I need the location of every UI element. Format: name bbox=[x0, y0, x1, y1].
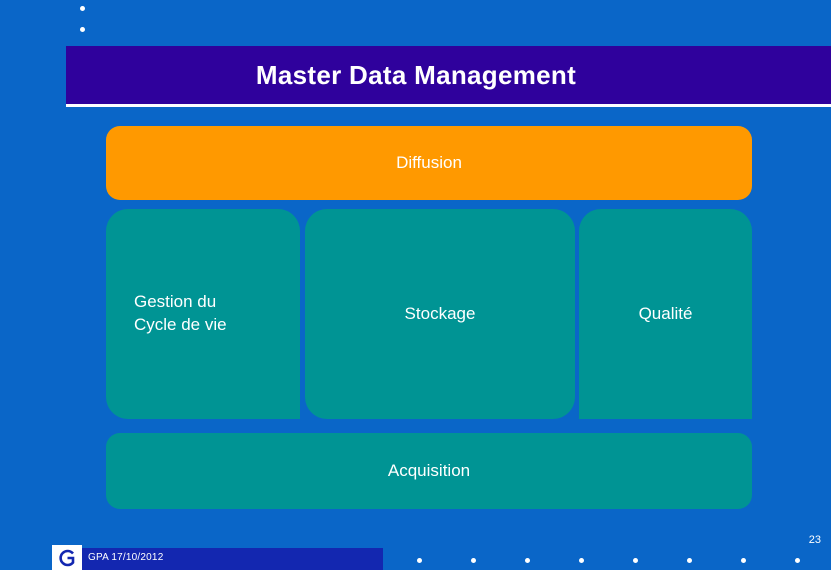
diagram-block-gestion-cycle-de-vie: Gestion du Cycle de vie bbox=[106, 209, 300, 419]
footer-decorative-dot bbox=[471, 558, 476, 563]
diagram-block-stockage-label: Stockage bbox=[404, 303, 476, 323]
footer-bar bbox=[52, 548, 383, 570]
footer-decorative-dot bbox=[633, 558, 638, 563]
decorative-dot bbox=[80, 27, 85, 32]
diagram-block-qualite: Qualité bbox=[579, 209, 752, 419]
title-underline bbox=[66, 104, 831, 107]
diagram-block-acquisition: Acquisition bbox=[106, 433, 752, 509]
gestion-label-line-2: Cycle de vie bbox=[134, 315, 227, 334]
slide-title-bar: Master Data Management bbox=[66, 46, 831, 104]
footer-decorative-dot bbox=[687, 558, 692, 563]
gpa-logo-icon bbox=[52, 545, 82, 570]
footer-decorative-dot bbox=[525, 558, 530, 563]
footer-decorative-dot bbox=[579, 558, 584, 563]
page-number: 23 bbox=[808, 534, 821, 546]
footer-decorative-dot bbox=[741, 558, 746, 563]
diagram-block-diffusion: Diffusion bbox=[106, 126, 752, 200]
footer-decorative-dot bbox=[795, 558, 800, 563]
diagram-block-diffusion-label: Diffusion bbox=[396, 152, 462, 172]
footer-text: GPA 17/10/2012 bbox=[88, 552, 164, 563]
gestion-label-line-1: Gestion du bbox=[134, 292, 217, 312]
diagram-block-qualite-label: Qualité bbox=[638, 303, 693, 323]
diagram-block-acquisition-label: Acquisition bbox=[387, 460, 471, 480]
diagram-block-stockage: Stockage bbox=[305, 209, 575, 419]
page-title: Master Data Management bbox=[255, 60, 577, 90]
top-decoration-band bbox=[0, 0, 831, 53]
decorative-dot bbox=[80, 6, 85, 11]
footer-decorative-dot bbox=[417, 558, 422, 563]
diagram-block-gestion-label: Gestion du Cycle de vie bbox=[134, 291, 227, 337]
